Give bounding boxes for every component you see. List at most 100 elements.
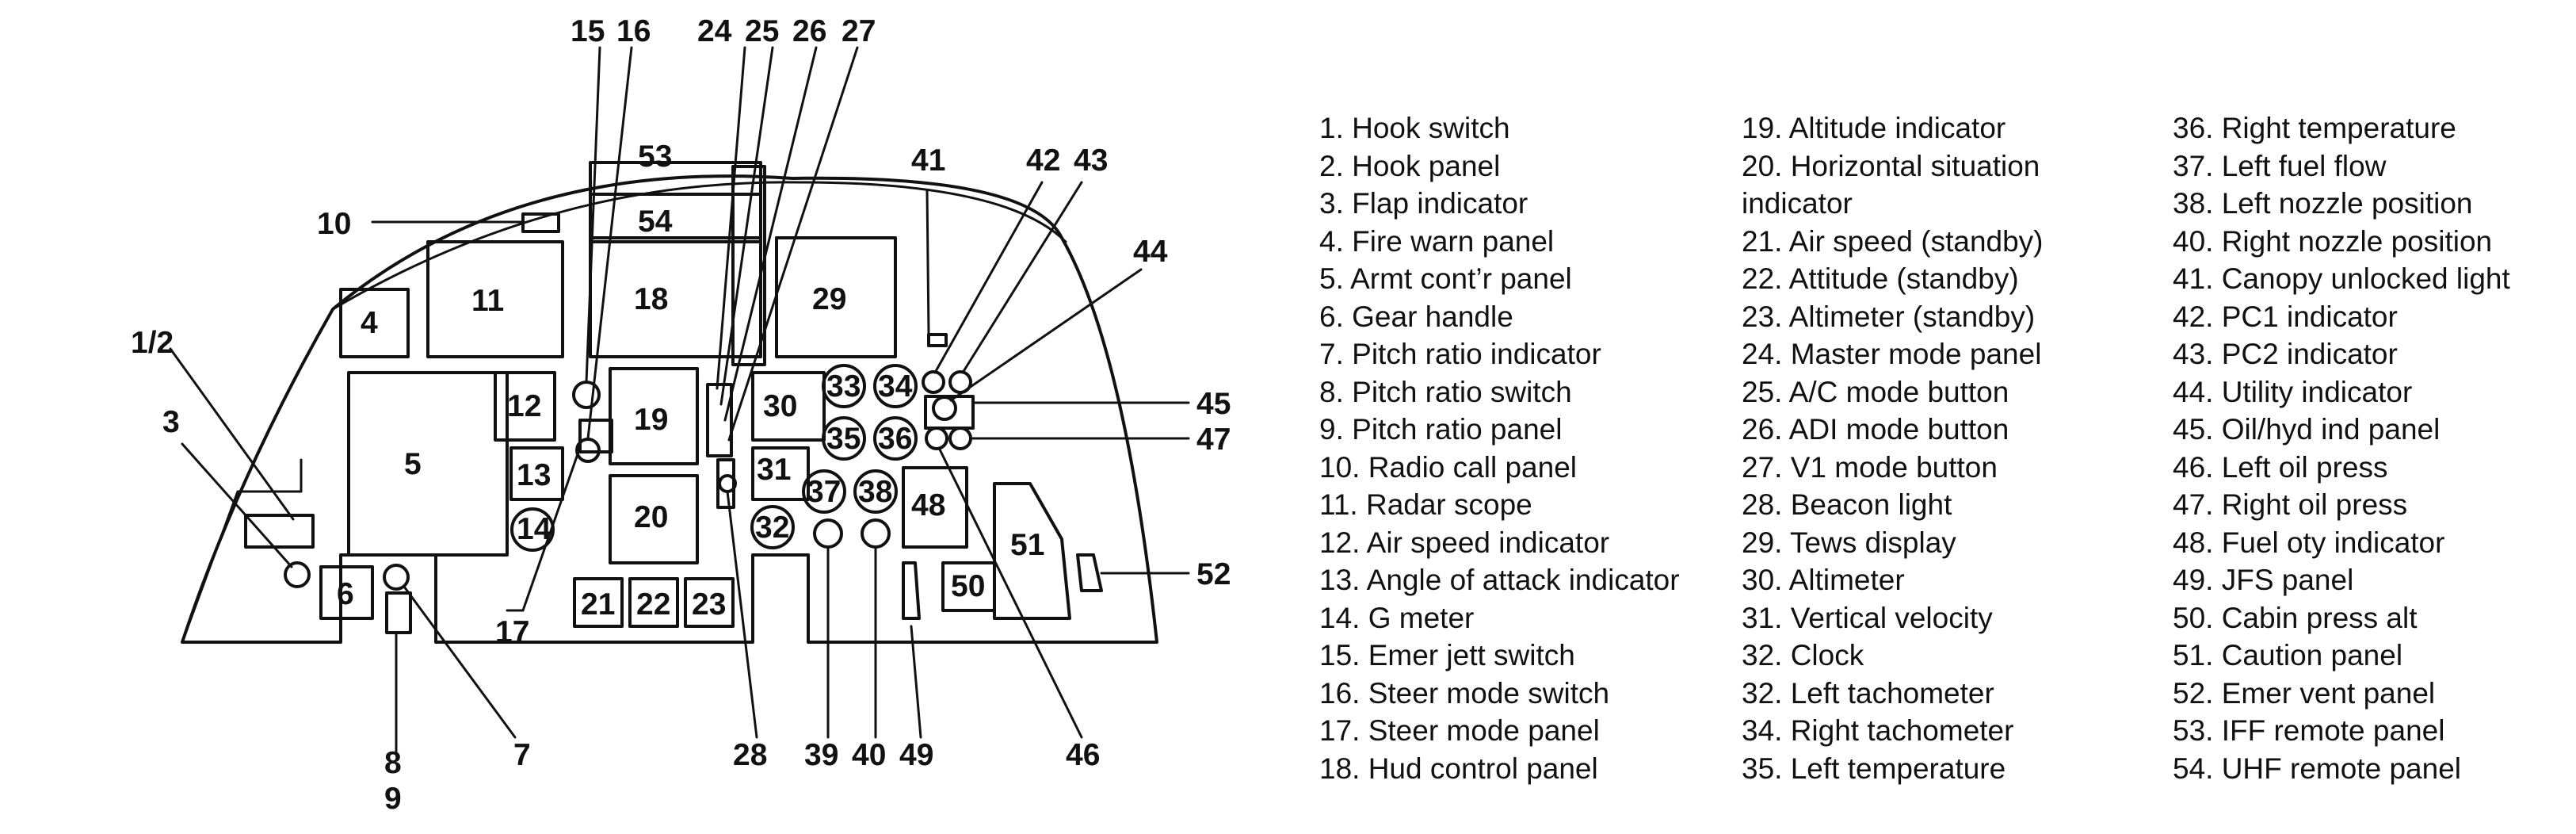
label-43: 43: [1074, 143, 1108, 178]
label-50: 50: [951, 569, 985, 603]
oil-hyd-ind-panel: [924, 395, 975, 430]
iff-remote-panel: [589, 161, 762, 196]
label-38: 38: [858, 475, 892, 509]
gear-handle-box: [319, 565, 374, 620]
clock: [750, 505, 795, 549]
left-fuel-flow: [802, 469, 846, 514]
left-nozzle-position: [853, 469, 898, 514]
label-52: 52: [1196, 557, 1231, 591]
right-nozzle-position: [813, 518, 843, 549]
legend-item: 41. Canopy unlocked light: [2173, 262, 2510, 295]
legend-item: 27. V1 mode button: [1742, 450, 1998, 484]
pitch-ratio-panel: [385, 591, 412, 634]
label-34: 34: [878, 369, 913, 404]
left-console-step: [181, 458, 303, 644]
legend-item: 52. Emer vent panel: [2173, 676, 2436, 710]
label-12: 12: [507, 389, 541, 423]
label-49: 49: [899, 738, 933, 772]
angle-of-attack-indicator: [509, 446, 564, 501]
legend-item: 14. G meter: [1319, 601, 1475, 634]
master-mode-panel: [706, 383, 733, 457]
label-42: 42: [1026, 143, 1060, 178]
legend-item: 5. Armt cont’r panel: [1319, 262, 1572, 295]
label-45: 45: [1196, 387, 1231, 421]
label-25: 25: [745, 14, 779, 48]
legend-item: 15. Emer jett switch: [1319, 639, 1575, 671]
legend-item: 44. Utility indicator: [2173, 375, 2413, 408]
altimeter: [751, 371, 826, 442]
pitch-ratio-indicator: [383, 564, 410, 591]
label-1-2: 1/2: [131, 326, 174, 360]
legend-item: 47. Right oil press: [2173, 488, 2408, 521]
label-46: 46: [1066, 738, 1100, 772]
legend-item: 3. Flap indicator: [1319, 187, 1528, 220]
label-39: 39: [804, 738, 838, 772]
legend-item: 17. Steer mode panel: [1319, 714, 1600, 747]
label-35: 35: [826, 422, 861, 456]
legend-item: 45. Oil/hyd ind panel: [2173, 413, 2441, 446]
flap-indicator: [284, 561, 311, 588]
label-9: 9: [384, 782, 402, 816]
legend-item: 12. Air speed indicator: [1319, 526, 1610, 559]
legend-item: 31. Vertical velocity: [1742, 601, 1993, 634]
altimeter-standby: [684, 577, 735, 628]
emer-jett-switch: [572, 381, 601, 409]
label-16: 16: [616, 14, 651, 48]
legend-item: 23. Altimeter (standby): [1742, 300, 2036, 333]
attitude-standby: [628, 577, 679, 628]
right-tachometer: [873, 364, 918, 408]
legend-item: 25. A/C mode button: [1742, 375, 2009, 408]
legend-item: 29. Tews display: [1742, 526, 1956, 559]
radar-scope: [426, 240, 564, 358]
legend-column-3: 36. Right temperature 37. Left fuel flow…: [2173, 109, 2510, 787]
legend-item: 49. JFS panel: [2173, 564, 2354, 596]
legend-item: 46. Left oil press: [2173, 450, 2388, 484]
legend-item: 18. Hud control panel: [1319, 752, 1598, 785]
label-54: 54: [638, 205, 673, 239]
left-oil-press: [925, 427, 948, 450]
label-5: 5: [404, 447, 422, 481]
hud-control-panel: [589, 236, 762, 358]
legend-item: 22. Attitude (standby): [1742, 262, 2019, 295]
legend-item: 28. Beacon light: [1742, 488, 1952, 521]
master-mode-mast: [731, 165, 766, 366]
left-temperature: [822, 416, 866, 461]
legend-item: 13. Angle of attack indicator: [1319, 564, 1680, 596]
legend-item: 4. Fire warn panel: [1319, 224, 1555, 258]
legend-item: 8. Pitch ratio switch: [1319, 375, 1572, 408]
uhf-remote-panel: [589, 193, 762, 243]
label-21: 21: [581, 587, 615, 622]
label-27: 27: [841, 14, 876, 48]
steer-mode-panel: [578, 419, 613, 453]
horizontal-situation-indicator: [609, 474, 699, 564]
label-36: 36: [878, 422, 912, 456]
label-26: 26: [792, 14, 826, 48]
label-32: 32: [755, 511, 789, 545]
legend-item: 7. Pitch ratio indicator: [1319, 338, 1601, 370]
legend-item: 32. Left tachometer: [1742, 676, 1994, 710]
altitude-indicator: [609, 367, 699, 465]
air-speed-standby: [573, 577, 624, 628]
legend-item: 21. Air speed (standby): [1742, 224, 2044, 258]
label-3: 3: [162, 405, 180, 439]
label-14: 14: [517, 512, 551, 546]
label-11: 11: [471, 284, 504, 318]
label-19: 19: [634, 403, 668, 437]
label-47: 47: [1196, 423, 1231, 457]
label-31: 31: [757, 453, 791, 487]
label-44: 44: [1133, 235, 1168, 269]
legend-item: 10. Radio call panel: [1319, 450, 1577, 484]
legend-item: 1. Hook switch: [1319, 112, 1510, 144]
label-30: 30: [763, 389, 797, 423]
label-7: 7: [513, 738, 531, 772]
label-29: 29: [812, 282, 846, 316]
legend-item: 32. Clock: [1742, 639, 1864, 671]
label-22: 22: [636, 587, 670, 622]
legend-column-2: 19. Altitude indicator 20. Horizontal si…: [1742, 109, 2106, 787]
fuel-qty-indicator: [902, 466, 968, 549]
legend-item: 2. Hook panel: [1319, 149, 1501, 182]
label-6: 6: [337, 577, 354, 611]
jfs-panel: [902, 561, 921, 620]
legend-item: 9. Pitch ratio panel: [1319, 413, 1563, 446]
legend-item: 11. Radar scope: [1319, 488, 1532, 521]
